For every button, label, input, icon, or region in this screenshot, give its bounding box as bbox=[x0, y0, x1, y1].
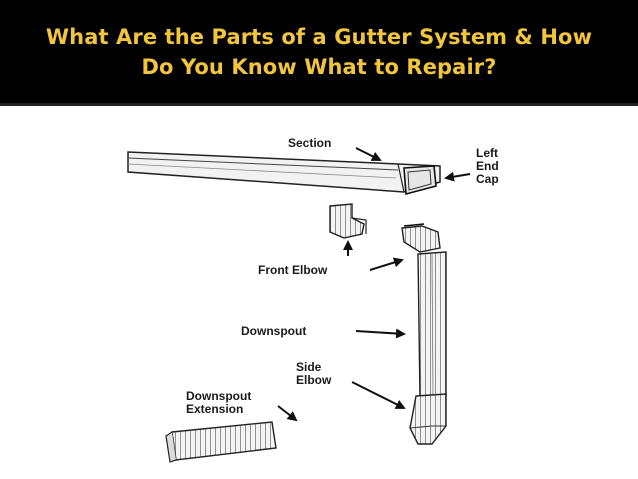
label-side-elbow-line2: Elbow bbox=[296, 373, 332, 387]
gutter-diagram-svg: Section Left End Cap Front Elbow Downspo… bbox=[127, 136, 499, 463]
arrow-front-elbow bbox=[369, 257, 404, 271]
upper-elbow bbox=[401, 223, 441, 253]
arrow-section bbox=[355, 147, 382, 161]
label-section: Section bbox=[288, 136, 331, 150]
label-downspout: Downspout bbox=[241, 324, 306, 338]
arrow-left-end-cap bbox=[444, 171, 471, 182]
slide-title-line-2: Do You Know What to Repair? bbox=[141, 54, 497, 79]
downspout-extension bbox=[165, 421, 277, 463]
arrow-side-elbow bbox=[351, 381, 406, 409]
label-front-elbow: Front Elbow bbox=[258, 263, 328, 277]
side-elbow bbox=[409, 393, 447, 445]
downspout-pipe bbox=[417, 251, 447, 399]
label-left-end-cap-line1: Left bbox=[476, 146, 498, 160]
gutter-diagram: Section Left End Cap Front Elbow Downspo… bbox=[0, 106, 638, 479]
arrow-downspout-extension bbox=[277, 405, 298, 422]
label-left-end-cap-line2: End bbox=[476, 159, 499, 173]
slide-title-line-1: What Are the Parts of a Gutter System & … bbox=[45, 24, 593, 49]
arrow-downspout bbox=[355, 328, 406, 339]
title-divider bbox=[0, 103, 638, 106]
title-bar: What Are the Parts of a Gutter System & … bbox=[0, 0, 638, 103]
front-elbow bbox=[329, 203, 367, 239]
label-downspout-extension-line1: Downspout bbox=[186, 389, 251, 403]
label-left-end-cap-line3: Cap bbox=[476, 172, 499, 186]
gutter-section bbox=[127, 151, 441, 193]
label-downspout-extension-line2: Extension bbox=[186, 402, 243, 416]
left-end-cap bbox=[403, 165, 437, 196]
label-side-elbow-line1: Side bbox=[296, 360, 322, 374]
